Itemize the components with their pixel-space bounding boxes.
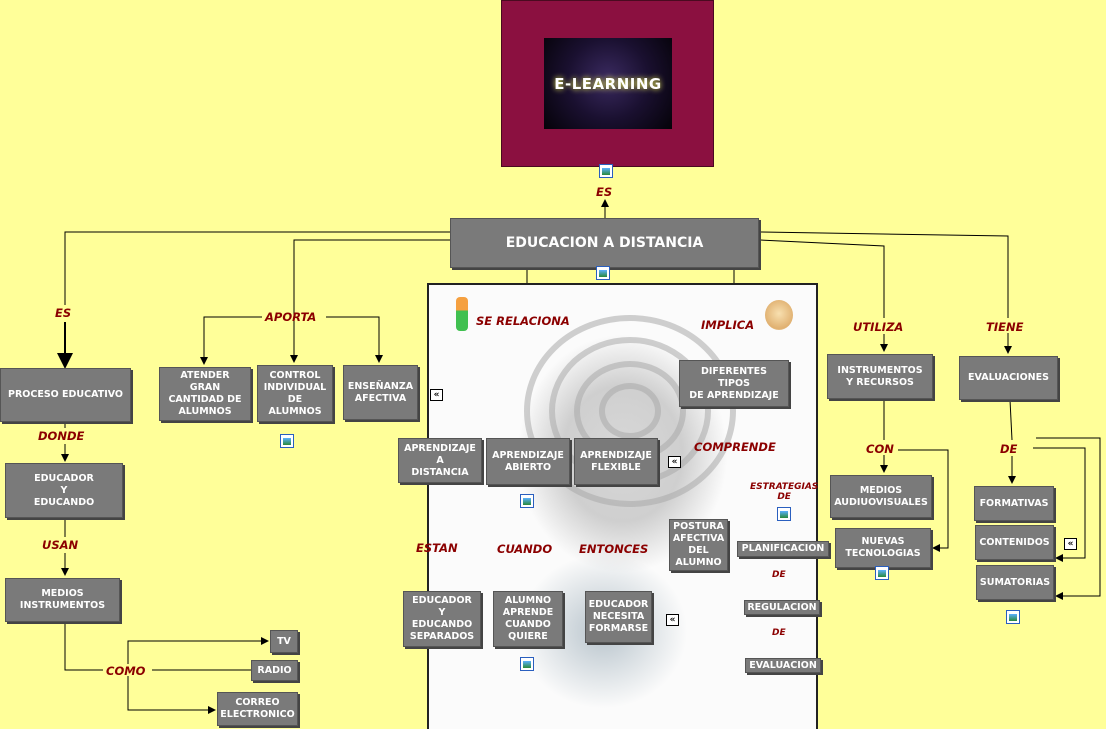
link-nav-icon[interactable]: « — [666, 614, 679, 626]
link-nav-icon[interactable]: « — [668, 456, 681, 468]
node-planificacion[interactable]: PLANIFICACION — [737, 541, 829, 557]
node-aprendizaje-a-distancia[interactable]: APRENDIZAJE A DISTANCIA — [398, 438, 482, 483]
node-radio[interactable]: RADIO — [251, 660, 298, 681]
link-label-estan: ESTAN — [416, 541, 458, 555]
link-label-aporta: APORTA — [265, 310, 317, 324]
node-regulacion[interactable]: REGULACION — [744, 600, 820, 615]
link-label-es-top: ES — [596, 185, 613, 199]
link-label-como: COMO — [106, 664, 146, 678]
node-aprendizaje-abierto[interactable]: APRENDIZAJE ABIERTO — [486, 438, 570, 485]
node-diferentes-tipos-de-aprendizaje[interactable]: DIFERENTES TIPOS DE APRENDIZAJE — [679, 360, 789, 407]
node-aprendizaje-flexible[interactable]: APRENDIZAJE FLEXIBLE — [574, 438, 658, 485]
image-resource-icon[interactable] — [875, 566, 889, 580]
e-learning-image: E-LEARNING — [544, 38, 672, 129]
link-label-donde: DONDE — [38, 429, 85, 443]
image-resource-icon[interactable] — [520, 494, 534, 508]
node-medios-instrumentos[interactable]: MEDIOS INSTRUMENTOS — [5, 578, 120, 622]
link-label-implica: IMPLICA — [701, 318, 755, 332]
node-ensenanza-afectiva[interactable]: ENSEÑANZA AFECTIVA — [343, 365, 418, 420]
link-label-de-right: DE — [1000, 442, 1018, 456]
node-educador-necesita-formarse[interactable]: EDUCADOR NECESITA FORMARSE — [585, 591, 652, 643]
link-label-utiliza: UTILIZA — [853, 320, 904, 334]
node-educador-y-educando[interactable]: EDUCADOR Y EDUCANDO — [5, 463, 123, 518]
link-label-de-1: DE — [772, 570, 786, 580]
link-label-de-2: DE — [772, 628, 786, 638]
node-educacion-a-distancia[interactable]: EDUCACION A DISTANCIA — [450, 218, 759, 268]
node-atender-gran-cantidad[interactable]: ATENDER GRAN CANTIDAD DE ALUMNOS — [159, 367, 251, 421]
link-nav-icon[interactable]: « — [1064, 538, 1077, 550]
node-nuevas-tecnologias[interactable]: NUEVAS TECNOLOGIAS — [835, 528, 931, 568]
link-label-es-left: ES — [55, 306, 72, 320]
node-contenidos[interactable]: CONTENIDOS — [975, 525, 1054, 560]
node-instrumentos-y-recursos[interactable]: INSTRUMENTOS Y RECURSOS — [827, 354, 933, 399]
node-medios-audiovisuales[interactable]: MEDIOS AUDIUOVISUALES — [830, 475, 932, 518]
link-label-estrategias-de: ESTRATEGIAS DE — [750, 482, 819, 502]
node-educador-y-educando-separados[interactable]: EDUCADOR Y EDUCANDO SEPARADOS — [403, 591, 481, 647]
node-postura-afectiva-del-alumno[interactable]: POSTURA AFECTIVA DEL ALUMNO — [669, 519, 728, 571]
node-correo-electronico[interactable]: CORREO ELECTRONICO — [217, 692, 298, 726]
brain-maze-image — [427, 283, 818, 729]
link-label-se-relaciona: SE RELACIONA — [476, 314, 570, 328]
link-nav-icon[interactable]: « — [430, 389, 443, 401]
link-label-usan: USAN — [42, 538, 79, 552]
node-alumno-aprende-cuando-quiere[interactable]: ALUMNO APRENDE CUANDO QUIERE — [493, 591, 563, 647]
link-label-entonces: ENTONCES — [579, 542, 649, 556]
image-resource-icon[interactable] — [777, 507, 791, 521]
node-tv[interactable]: TV — [270, 630, 298, 653]
link-label-con: CON — [866, 442, 894, 456]
node-control-individual[interactable]: CONTROL INDIVIDUAL DE ALUMNOS — [257, 365, 333, 422]
smiley-face-icon — [765, 300, 793, 330]
image-resource-icon[interactable] — [1006, 610, 1020, 624]
image-resource-icon[interactable] — [599, 164, 613, 178]
battery-figure-icon — [456, 297, 468, 331]
image-resource-icon[interactable] — [596, 266, 610, 280]
node-proceso-educativo[interactable]: PROCESO EDUCATIVO — [0, 368, 131, 422]
link-label-comprende: COMPRENDE — [694, 440, 776, 454]
link-label-cuando: CUANDO — [497, 542, 553, 556]
node-evaluaciones[interactable]: EVALUACIONES — [959, 356, 1058, 400]
link-label-tiene: TIENE — [986, 320, 1024, 334]
node-formativas[interactable]: FORMATIVAS — [974, 486, 1054, 521]
node-sumatorias[interactable]: SUMATORIAS — [976, 565, 1054, 600]
node-evaluacion[interactable]: EVALUACION — [745, 658, 821, 673]
image-resource-icon[interactable] — [520, 657, 534, 671]
e-learning-text: E-LEARNING — [554, 74, 662, 93]
title-panel: E-LEARNING — [501, 0, 714, 167]
image-resource-icon[interactable] — [280, 434, 294, 448]
